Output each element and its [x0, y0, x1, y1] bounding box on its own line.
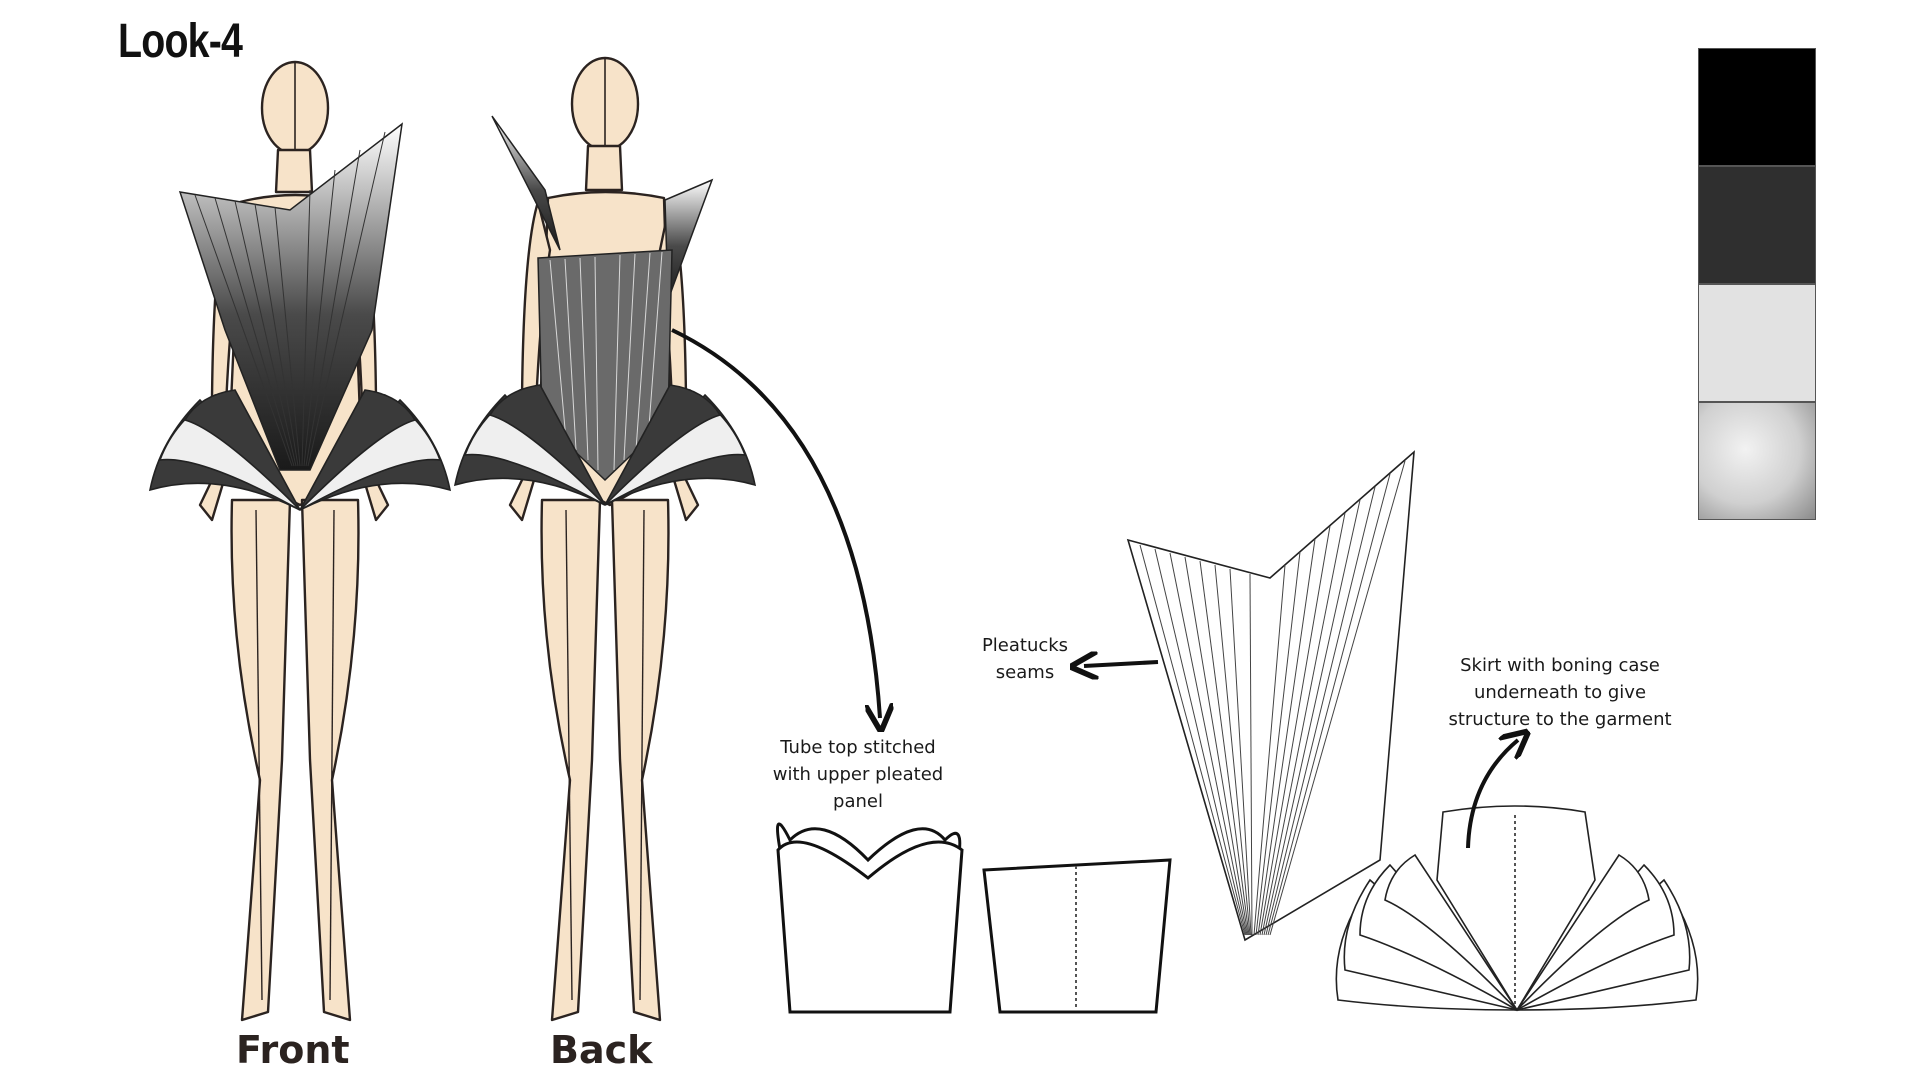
back-view-label: Back — [550, 1028, 653, 1072]
front-pleated-bodice — [178, 122, 404, 471]
swatch-grey-gradient — [1698, 402, 1816, 520]
tube-top-front-flat — [776, 822, 964, 1014]
arrow-to-pleatucks — [1084, 662, 1159, 666]
curved-arrow-to-tube-top — [671, 328, 880, 718]
skirt-flat — [1335, 805, 1699, 1012]
page-title: Look-4 — [118, 15, 243, 68]
back-pleated-bodice — [491, 115, 714, 482]
pleatucks-note: Pleatucks seams — [981, 635, 1069, 683]
swatch-charcoal — [1698, 166, 1816, 284]
tube-top-back-flat — [982, 858, 1172, 1014]
swatch-black — [1698, 48, 1816, 166]
front-skirt — [148, 389, 452, 511]
arrow-to-skirt-note — [1466, 740, 1518, 849]
back-skirt — [453, 384, 757, 506]
front-view-label: Front — [236, 1028, 350, 1072]
pleated-panel-flat — [1126, 450, 1415, 942]
swatch-light-grey — [1698, 284, 1816, 402]
tube-top-note: Tube top stitched with upper pleated pan… — [772, 737, 944, 812]
skirt-note: Skirt with boning case underneath to giv… — [1448, 655, 1672, 730]
